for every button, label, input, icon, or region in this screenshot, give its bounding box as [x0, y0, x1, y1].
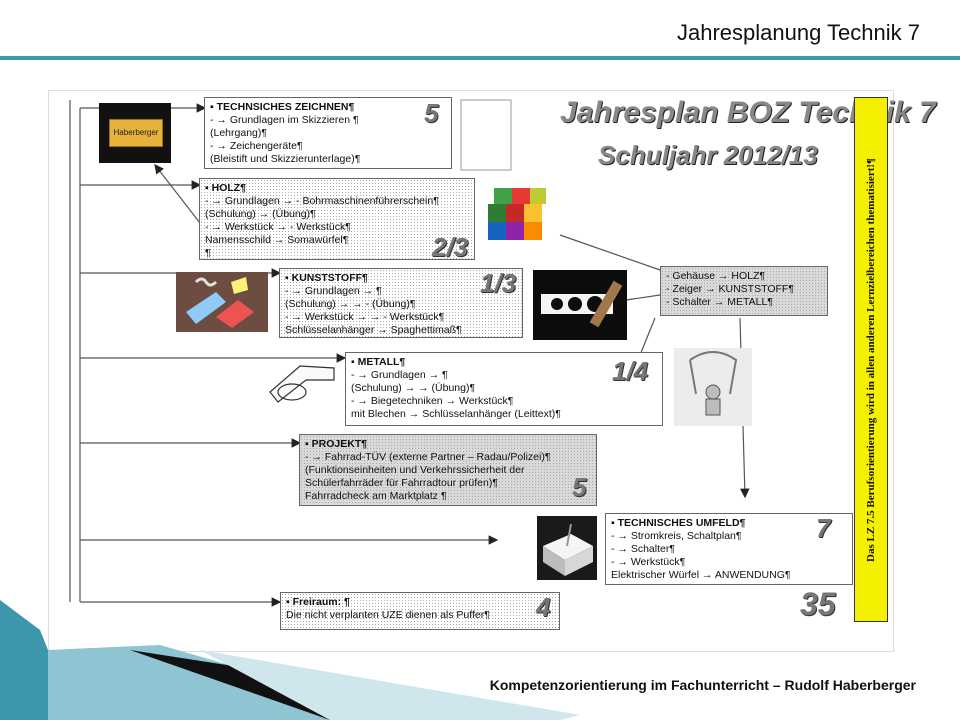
section-heading: ▪ PROJEKT¶: [305, 438, 368, 450]
section-line: - → Zeichengeräte¶: [210, 140, 303, 152]
section-line: (Schulung) → (Übung)¶: [205, 208, 316, 220]
section-heading: ▪ KUNSTSTOFF¶: [285, 272, 368, 284]
section-hours: 5: [424, 98, 439, 128]
section-line: Fahrradcheck am Marktplatz ¶: [305, 490, 447, 502]
section-kunststoff: ▪ KUNSTSTOFF¶ - → Grundlagen → ¶ (Schulu…: [279, 268, 523, 338]
photo-figure-keychain: [674, 348, 752, 426]
material-summary: - Gehäuse → HOLZ¶ - Zeiger → KUNSTSTOFF¶…: [660, 266, 828, 316]
section-heading: ▪ METALL¶: [351, 356, 406, 368]
name-block: Haberberger: [109, 119, 163, 147]
summary-line: - Gehäuse → HOLZ¶: [666, 270, 766, 282]
name-block-label: Haberberger: [113, 128, 159, 137]
section-line: (Schulung) → → (Übung)¶: [351, 382, 476, 394]
slide-footer: Kompetenzorientierung im Fachunterricht …: [489, 677, 916, 693]
section-technisches-zeichnen: ▪ TECHNSICHES ZEICHNEN¶ - → Grundlagen i…: [204, 97, 452, 169]
section-line: - → Fahrrad-TÜV (externe Partner – Radau…: [305, 451, 551, 463]
section-line: Elektrischer Würfel → ANWENDUNG¶: [611, 569, 791, 581]
berufsorientierung-sidebar: Das LZ 7.5 Berufsorientierung wird in al…: [854, 97, 888, 622]
section-line: - → Werkstück → → - Werkstück¶: [285, 311, 445, 323]
section-line: (Bleistift und Skizzierunterlage)¶: [210, 153, 361, 165]
photo-spaghetti-gauge: [533, 270, 627, 340]
section-hours: 7: [816, 513, 831, 543]
section-line: Schülerfahrräder für Fahrradtour prüfen)…: [305, 477, 498, 489]
section-line: - → Stromkreis, Schaltplan¶: [611, 530, 742, 542]
photo-plastic-pieces: [176, 272, 268, 332]
section-technisches-umfeld: ▪ TECHNISCHES UMFELD¶ - → Stromkreis, Sc…: [605, 513, 853, 585]
photo-sheet-metal-keychain: [269, 365, 335, 403]
section-hours: 4: [536, 592, 551, 622]
sidebar-text: Das LZ 7.5 Berufsorientierung wird in al…: [865, 157, 877, 562]
total-hours: 35: [800, 586, 836, 622]
section-line: (Schulung) → → - (Übung)¶: [285, 298, 416, 310]
section-heading: ▪ TECHNSICHES ZEICHNEN¶: [210, 101, 355, 113]
section-line: Schlüsselanhänger → Spaghettimaß¶: [285, 324, 462, 336]
section-line: (Lehrgang)¶: [210, 127, 268, 139]
section-line: - → Grundlagen → ¶: [285, 285, 382, 297]
section-line: - → Schalter¶: [611, 543, 675, 555]
section-line: - → Grundlagen → ¶: [351, 369, 448, 381]
summary-line: - Schalter → METALL¶: [666, 296, 773, 308]
section-hours: 2/3: [432, 232, 469, 262]
summary-line: - Zeiger → KUNSTSTOFF¶: [666, 283, 794, 295]
section-line: - → Grundlagen im Skizzieren ¶: [210, 114, 359, 126]
section-metall: ▪ METALL¶ - → Grundlagen → ¶ (Schulung) …: [345, 352, 663, 426]
slide-title: Jahresplanung Technik 7: [677, 20, 920, 45]
section-freiraum: ▪ Freiraum: ¶ Die nicht verplanten UZE d…: [280, 592, 560, 630]
section-hours: 1/3: [480, 268, 517, 298]
section-heading: ▪ HOLZ¶: [205, 182, 247, 194]
photo-soma-cube: [488, 188, 546, 240]
title-underline: [0, 56, 960, 60]
section-line: - → Werkstück¶: [611, 556, 686, 568]
photo-name-sign: Haberberger: [99, 103, 171, 163]
section-line: mit Blechen → Schlüsselanhänger (Leittex…: [351, 408, 561, 420]
section-heading: ▪ Freiraum: ¶: [286, 596, 350, 608]
section-line: - → Biegetechniken → Werkstück¶: [351, 395, 514, 407]
section-holz: ▪ HOLZ¶ - → Grundlagen → - Bohrmaschinen…: [199, 178, 475, 260]
section-line: Namensschild → Somawürfel¶: [205, 234, 349, 246]
section-line: - → Grundlagen → - Bohrmaschinenführersc…: [205, 195, 439, 207]
section-line: Die nicht verplanten UZE dienen als Puff…: [286, 609, 490, 621]
section-heading: ▪ TECHNISCHES UMFELD¶: [611, 517, 746, 529]
section-line: (Funktionseinheiten und Verkehrssicherhe…: [305, 464, 525, 476]
doc-header-schoolyear: Schuljahr 2012/13: [598, 140, 818, 170]
section-projekt: ▪ PROJEKT¶ - → Fahrrad-TÜV (externe Part…: [299, 434, 597, 506]
section-hours: 5: [572, 472, 587, 502]
photo-electric-dice: [537, 516, 597, 580]
section-line: - → Werkstück → - Werkstück¶: [205, 221, 351, 233]
section-hours: 1/4: [612, 356, 649, 386]
section-line: ¶: [205, 247, 211, 259]
